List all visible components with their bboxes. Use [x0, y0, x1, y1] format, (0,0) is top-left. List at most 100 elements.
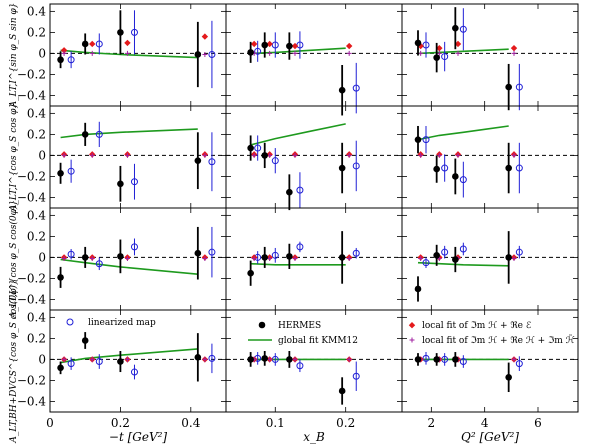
hermes-point: [117, 180, 124, 188]
linearized-point: [422, 354, 430, 362]
hermes-point: [81, 337, 89, 344]
hermes-point: [338, 86, 346, 94]
hermes-point: [414, 356, 422, 363]
col-xlabel-0: −t [GeV²]: [109, 430, 168, 444]
fit-h-point: [292, 255, 298, 261]
hermes-point: [57, 169, 64, 177]
ytick-label: −0.2: [17, 271, 46, 285]
hermes-point: [414, 136, 422, 143]
ytick-label: 0.4: [27, 4, 46, 18]
legend-hermes-label: HERMES: [278, 321, 321, 331]
fit-e-point: [266, 40, 273, 48]
hermes-point: [505, 164, 512, 172]
linearized-point: [459, 25, 467, 33]
fit-h-point: [511, 152, 517, 158]
linearized-point: [441, 248, 449, 256]
panel-frame: [401, 3, 579, 107]
linearized-point: [352, 372, 360, 380]
fit-h-point: [267, 50, 273, 56]
hermes-point: [433, 252, 440, 259]
fit-e-point: [89, 40, 96, 48]
panel-r1-c0: 0.40.20−0.2−0.4: [17, 105, 227, 209]
ytick-label: 0.4: [27, 310, 46, 324]
hermes-point: [505, 373, 512, 381]
ytick-label: 0: [38, 250, 46, 264]
linearized-point: [515, 248, 523, 256]
ytick-label: −0.2: [17, 67, 46, 81]
panel-r2-c2: [401, 207, 579, 311]
fit-h-point: [202, 51, 208, 57]
fit-h-point: [455, 50, 461, 56]
xtick-label: 6: [534, 416, 542, 430]
fit-h-point: [346, 255, 352, 261]
linearized-point: [67, 167, 75, 175]
fit-h-point: [89, 50, 95, 56]
hermes-point: [452, 173, 459, 180]
linearized-point: [271, 41, 279, 49]
linearized-point: [95, 130, 103, 138]
fit-h-point: [124, 356, 130, 362]
fit-h-point: [251, 255, 257, 261]
fit-h-point: [202, 152, 208, 158]
xtick-label: 0.2: [336, 416, 355, 430]
legend-linearized-label: linearized map: [88, 318, 156, 328]
legend: linearized map HERMES global fit KMM12 loca…: [66, 318, 575, 346]
hermes-point: [117, 358, 124, 365]
fit-e-point: [346, 42, 353, 50]
fit-h-point: [251, 152, 257, 158]
ytick-label: 0: [38, 46, 46, 60]
ytick-label: 0: [38, 352, 46, 366]
hermes-point: [261, 152, 269, 159]
fit-h-point: [202, 255, 208, 261]
panel-r2-c1: [225, 207, 403, 311]
ytick-label: 0: [38, 148, 46, 162]
fit-h-point: [346, 152, 352, 158]
row-ylabel-1: A_LT,I^{cos φ_S cos φ}: [9, 103, 19, 212]
hermes-point: [414, 39, 422, 47]
hermes-point: [81, 131, 89, 138]
row-ylabel-0: A_LT,I^{sin φ_S sin φ}: [9, 3, 19, 109]
fit-e-point: [510, 44, 518, 52]
hermes-point: [505, 254, 512, 261]
linearized-point: [271, 157, 279, 165]
linearized-point: [254, 47, 262, 55]
ytick-label: −0.2: [17, 169, 46, 183]
kmm12-line: [417, 125, 509, 141]
fit-h-point: [292, 50, 298, 56]
fit-e-point: [201, 33, 209, 40]
hermes-point: [452, 24, 459, 32]
linearized-point: [515, 83, 523, 91]
hermes-point: [117, 253, 124, 260]
hermes-point: [194, 249, 202, 257]
hermes-point: [452, 256, 459, 263]
fit-h-point: [292, 152, 298, 158]
legend-linearized-symbol: [66, 318, 74, 326]
fit-h-point: [89, 152, 95, 158]
fit-h-point: [511, 356, 517, 362]
ytick-label: −0.4: [17, 190, 47, 204]
legend-fit-h-label: local fit of ℑm ℋ + ℜe ℋ + ℑm ℋ̃: [422, 334, 575, 346]
hermes-point: [261, 355, 269, 362]
fit-h-point: [124, 50, 130, 56]
linearized-point: [441, 53, 449, 61]
kmm12-line: [60, 49, 198, 59]
linearized-point: [130, 368, 138, 376]
panel-frame: [225, 105, 403, 209]
legend-kmm12-label: global fit KMM12: [278, 336, 358, 346]
fit-e-point: [454, 40, 462, 48]
legend-hermes-symbol: [258, 321, 266, 329]
kmm12-line: [250, 262, 346, 266]
hermes-point: [286, 356, 293, 363]
linearized-point: [208, 50, 216, 58]
fit-h-point: [267, 255, 273, 261]
linearized-point: [208, 354, 216, 362]
linearized-point: [130, 178, 138, 186]
fit-h-point: [511, 50, 517, 56]
linearized-point: [95, 358, 103, 366]
hermes-point: [247, 49, 254, 56]
col-xlabel-2: Q² [GeV²]: [461, 430, 519, 444]
linearized-point: [208, 158, 216, 166]
linearized-point: [459, 358, 467, 366]
